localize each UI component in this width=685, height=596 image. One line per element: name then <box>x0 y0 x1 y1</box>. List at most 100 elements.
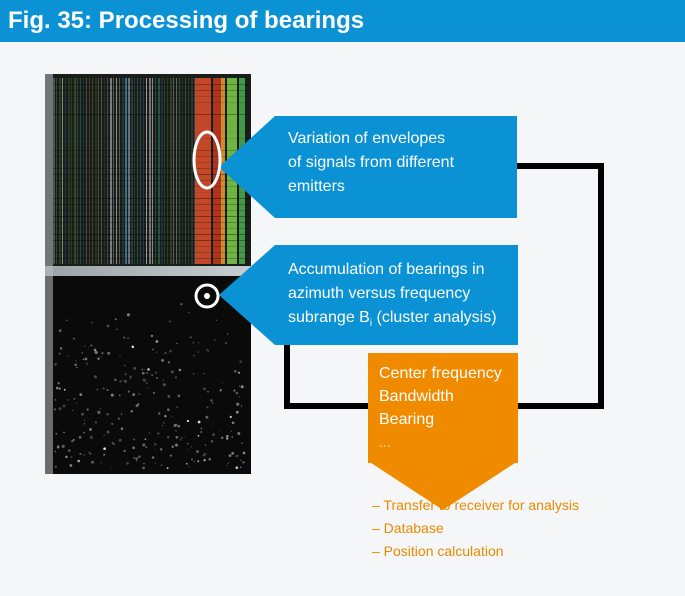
bearing-scatter-dot <box>233 389 236 392</box>
bearing-scatter-dot <box>67 355 69 357</box>
bearing-scatter-dot <box>169 349 172 353</box>
waterfall-signal-band <box>213 78 221 264</box>
highlight-circle-bearings <box>194 283 220 309</box>
bearing-scatter-dot <box>235 391 239 395</box>
bearing-scatter-dot <box>154 371 157 374</box>
waterfall-scanline <box>53 240 251 241</box>
bearing-scatter-dot <box>100 356 102 358</box>
bearing-scatter-dot <box>119 354 121 357</box>
output-list: – Transfer to receiver for analysis – Da… <box>372 494 579 563</box>
bearing-scatter-dot <box>55 432 58 435</box>
result-box-text: Center frequency Bandwidth Bearing ... <box>379 362 502 454</box>
waterfall-stripe <box>80 78 81 264</box>
bearing-scatter-dot <box>239 466 242 469</box>
waterfall-stripe <box>167 78 168 264</box>
callout-envelopes-line-1: Variation of envelopes <box>288 130 446 147</box>
bearing-scatter-dot <box>133 438 135 441</box>
bearing-scatter-dot <box>178 368 182 372</box>
bearing-scatter-dot <box>112 442 115 446</box>
bearing-scatter-dot <box>118 438 122 442</box>
waterfall-scanline <box>53 234 251 235</box>
callout-envelopes-line-3: emitters <box>288 178 345 195</box>
bearing-scatter-dot <box>93 375 97 379</box>
bearing-scatter-dot <box>97 410 101 414</box>
output-transfer: – Transfer to receiver for analysis <box>372 497 579 513</box>
bearing-scatter-dot <box>192 341 195 344</box>
bearing-scatter-dot <box>204 444 207 446</box>
waterfall-stripe <box>173 78 174 264</box>
bearing-scatter-dot <box>84 345 86 348</box>
bearing-scatter-dot <box>144 438 147 441</box>
waterfall-stripe <box>110 78 112 264</box>
bearing-scatter-dot <box>58 352 61 355</box>
bearing-scatter-dot <box>141 371 145 375</box>
bearing-scatter-dot <box>207 391 209 393</box>
bearing-scatter-dot <box>219 389 222 392</box>
bearing-scatter-dot <box>120 427 124 431</box>
bearing-scatter-dot <box>110 468 112 470</box>
bearing-scatter-dot <box>65 455 68 459</box>
bearing-scatter-dot <box>124 373 127 376</box>
bearing-scatter-dot <box>203 459 206 462</box>
bearing-scatter-dot <box>236 455 239 457</box>
bearing-scatter-dot <box>119 394 121 397</box>
waterfall-signal-band <box>221 78 225 264</box>
waterfall-scanline <box>53 180 251 181</box>
bearing-scatter-dot <box>127 337 129 339</box>
bearing-scatter-dot <box>145 446 148 448</box>
bearing-scatter-dot <box>169 454 172 457</box>
bearing-scatter-dot <box>221 436 224 439</box>
bearing-scatter-dot <box>94 421 98 424</box>
bearing-scatter-dot <box>214 339 216 341</box>
bearing-scatter-dot <box>197 434 200 437</box>
bearing-scatter-dot <box>193 461 195 463</box>
waterfall-stripe <box>74 78 76 264</box>
waterfall-scanline <box>53 246 251 247</box>
waterfall-stripe <box>71 78 72 264</box>
bearing-scatter-dot <box>174 443 179 447</box>
bearing-scatter-dot <box>212 423 214 425</box>
waterfall-stripe <box>101 78 102 264</box>
bearing-scatter-dot <box>111 422 114 425</box>
waterfall-scanline <box>53 228 251 229</box>
waterfall-scanline <box>53 210 251 211</box>
waterfall-stripe <box>53 78 55 264</box>
bearing-scatter-dot <box>126 462 129 465</box>
waterfall-stripe <box>185 78 186 264</box>
bearing-scatter-dot <box>78 435 82 439</box>
bearing-scatter-dot <box>155 340 159 343</box>
bearing-scatter-dot <box>156 377 158 379</box>
bearing-scatter-dot <box>106 389 109 391</box>
bearing-scatter-dot <box>196 450 199 453</box>
bearing-scatter-dot <box>151 456 155 459</box>
bearing-scatter-dot <box>177 424 181 428</box>
waterfall-scanline <box>53 138 251 139</box>
bearing-scatter-dot <box>73 398 76 400</box>
bearing-scatter-dot <box>236 402 240 406</box>
spectrum-screenshot-image <box>45 74 251 474</box>
bearing-scatter-dot <box>88 427 93 432</box>
output-position: – Position calculation <box>372 543 504 559</box>
bearing-scatter-dot <box>239 360 242 363</box>
bearing-scatter-dot <box>238 395 241 398</box>
bearing-scatter-dot <box>242 451 246 455</box>
bearing-scatter-dot <box>237 431 241 436</box>
bearing-scatter-dot <box>157 432 160 435</box>
callout-envelopes: Variation of envelopes of signals from d… <box>288 127 454 199</box>
callout-bearings-line-2: azimuth versus frequency <box>288 285 471 302</box>
loop-line-right <box>517 163 604 409</box>
waterfall-scanline <box>53 198 251 199</box>
bearing-scatter-dot <box>173 423 177 428</box>
waterfall-stripe <box>104 78 105 264</box>
bearing-scatter-dot <box>197 342 199 344</box>
bearing-scatter-dot <box>152 391 155 395</box>
waterfall-scanline <box>53 102 251 103</box>
waterfall-stripe <box>152 78 153 264</box>
bearing-scatter-dot <box>160 448 163 451</box>
bearing-scatter-dot <box>84 419 86 421</box>
result-ellipsis: ... <box>379 434 391 450</box>
waterfall-scanline <box>53 216 251 217</box>
bearing-scatter-dot <box>54 408 56 411</box>
bearing-scatter-dot <box>107 351 111 355</box>
